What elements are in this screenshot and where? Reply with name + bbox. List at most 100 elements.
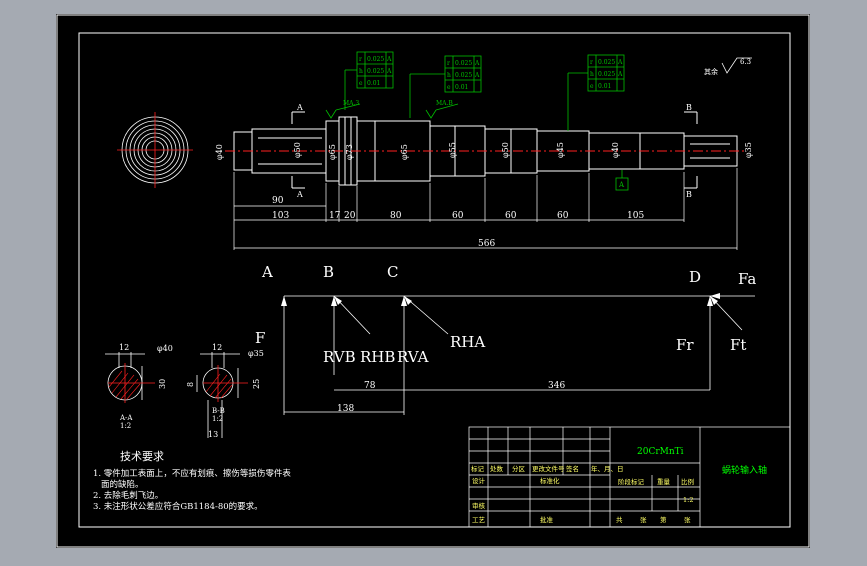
svg-text:0.025: 0.025 — [367, 56, 384, 63]
section-a-a — [105, 352, 155, 403]
svg-text:0.025: 0.025 — [455, 60, 472, 67]
dia-label: φ55 — [448, 142, 457, 158]
tb-approve: 批准 — [540, 515, 554, 524]
section-b-b-hatch — [205, 373, 233, 399]
section-b-side: 8 — [186, 382, 195, 387]
section-label-a-top: A — [296, 103, 303, 112]
datum-flag-label: A — [618, 181, 625, 189]
tolerance-frame-mid — [409, 55, 482, 118]
point-b: B — [323, 263, 334, 281]
svg-text:A: A — [386, 56, 392, 63]
section-b-width: 12 — [212, 343, 222, 352]
tb-stage: 阶段标记 — [618, 477, 645, 486]
dim-60c: 60 — [557, 211, 569, 221]
section-label-b-bottom: B — [686, 190, 692, 199]
tb-standard: 标准化 — [540, 476, 560, 485]
dim-60b: 60 — [505, 211, 517, 221]
force-ft: Ft — [730, 336, 746, 354]
roughness-symbol — [721, 57, 752, 74]
section-a-label: A-A — [119, 414, 133, 422]
notes-line-2: 2. 去除毛刺飞边。 — [93, 490, 163, 501]
sheet-background — [56, 14, 810, 548]
dim-566: 566 — [478, 239, 495, 249]
dim-78: 78 — [364, 381, 376, 391]
tb-sheet: 张 — [640, 515, 647, 524]
svg-text:e: e — [590, 83, 594, 90]
tolerance-frame-right — [567, 54, 625, 131]
svg-text:r: r — [590, 59, 593, 66]
section-b-bottom: 13 — [208, 430, 218, 439]
svg-text:A: A — [386, 68, 392, 75]
notes-line-1: 1. 零件加工表面上，不应有划痕、擦伤等损伤零件表 — [93, 468, 291, 479]
reaction-rha: RHA — [450, 333, 485, 351]
dia-label: φ35 — [744, 142, 753, 158]
tb-sign: 签名 — [566, 464, 579, 473]
inner-border — [78, 32, 791, 528]
reaction-rvb: RVB — [323, 348, 356, 366]
force-dims: 78 346 138 — [337, 381, 565, 414]
svg-text:A: A — [474, 72, 480, 79]
tb-mark: 标记 — [471, 464, 485, 473]
svg-text:0.025: 0.025 — [367, 68, 384, 75]
point-c: C — [387, 263, 398, 281]
dim-105: 105 — [627, 211, 644, 221]
section-label-b-top: B — [686, 103, 692, 112]
section-a-a-hatch — [108, 370, 141, 400]
shaft-outline — [225, 116, 745, 186]
dim-138: 138 — [337, 404, 354, 414]
dim-20: 20 — [344, 211, 356, 221]
force-diagram — [283, 295, 755, 415]
tb-weight: 重量 — [657, 478, 671, 486]
part-name: 蜗轮输入轴 — [722, 464, 767, 476]
dia-label: φ40 — [611, 142, 620, 158]
dia-label: φ50 — [293, 142, 302, 158]
length-dimension-texts: 90 103 17 20 80 60 60 60 105 566 — [272, 196, 644, 249]
svg-text:h: h — [447, 72, 451, 79]
force-fa: Fa — [738, 270, 756, 288]
section-cut-marks — [291, 111, 698, 189]
tb-total: 共 — [616, 515, 623, 524]
force-f: F — [255, 329, 265, 347]
svg-text:e: e — [359, 80, 363, 87]
section-a-width: 12 — [119, 343, 129, 352]
section-b-b — [196, 352, 248, 438]
svg-text:r: r — [447, 60, 450, 67]
dim-103: 103 — [272, 211, 289, 221]
dia-label: φ40 — [215, 144, 224, 160]
dia-label: φ65 — [328, 144, 337, 160]
dim-346: 346 — [548, 381, 565, 391]
tb-count: 处数 — [490, 464, 504, 473]
tb-process: 工艺 — [472, 516, 486, 524]
roughness-value: 6.3 — [740, 58, 751, 66]
svg-text:h: h — [590, 71, 594, 78]
svg-text:A: A — [474, 60, 480, 67]
section-label-a-bottom: A — [296, 190, 303, 199]
notes-line-3: 3. 未注形状公差应符合GB1184-80的要求。 — [93, 501, 263, 512]
reaction-rva: RVA — [397, 348, 429, 366]
shaft-end-view — [117, 112, 193, 188]
tb-scale: 1:2 — [683, 496, 693, 504]
section-a-scale: 1:2 — [120, 422, 131, 430]
dim-60a: 60 — [452, 211, 464, 221]
notes-line-1b: 面的缺陷。 — [101, 479, 144, 490]
svg-text:h: h — [359, 68, 363, 75]
section-b-depth: 25 — [252, 379, 261, 389]
dia-label: φ45 — [556, 142, 565, 158]
datum-flag — [615, 170, 629, 191]
section-a-a-text: 12 φ40 30 A-A 1:2 — [119, 343, 173, 430]
tb-design: 设计 — [472, 476, 486, 485]
svg-text:0.025: 0.025 — [598, 59, 615, 66]
reaction-rhb: RHB — [360, 348, 395, 366]
section-a-depth: 30 — [158, 379, 167, 389]
outer-border — [56, 14, 810, 548]
roughness-marker-2 — [425, 103, 459, 119]
notes-title: 技术要求 — [120, 450, 164, 463]
svg-text:e: e — [447, 84, 451, 91]
point-a: A — [261, 263, 273, 281]
section-b-dia: φ35 — [248, 349, 264, 358]
point-d: D — [689, 268, 701, 286]
datum-label-2: MA.B — [436, 100, 453, 107]
